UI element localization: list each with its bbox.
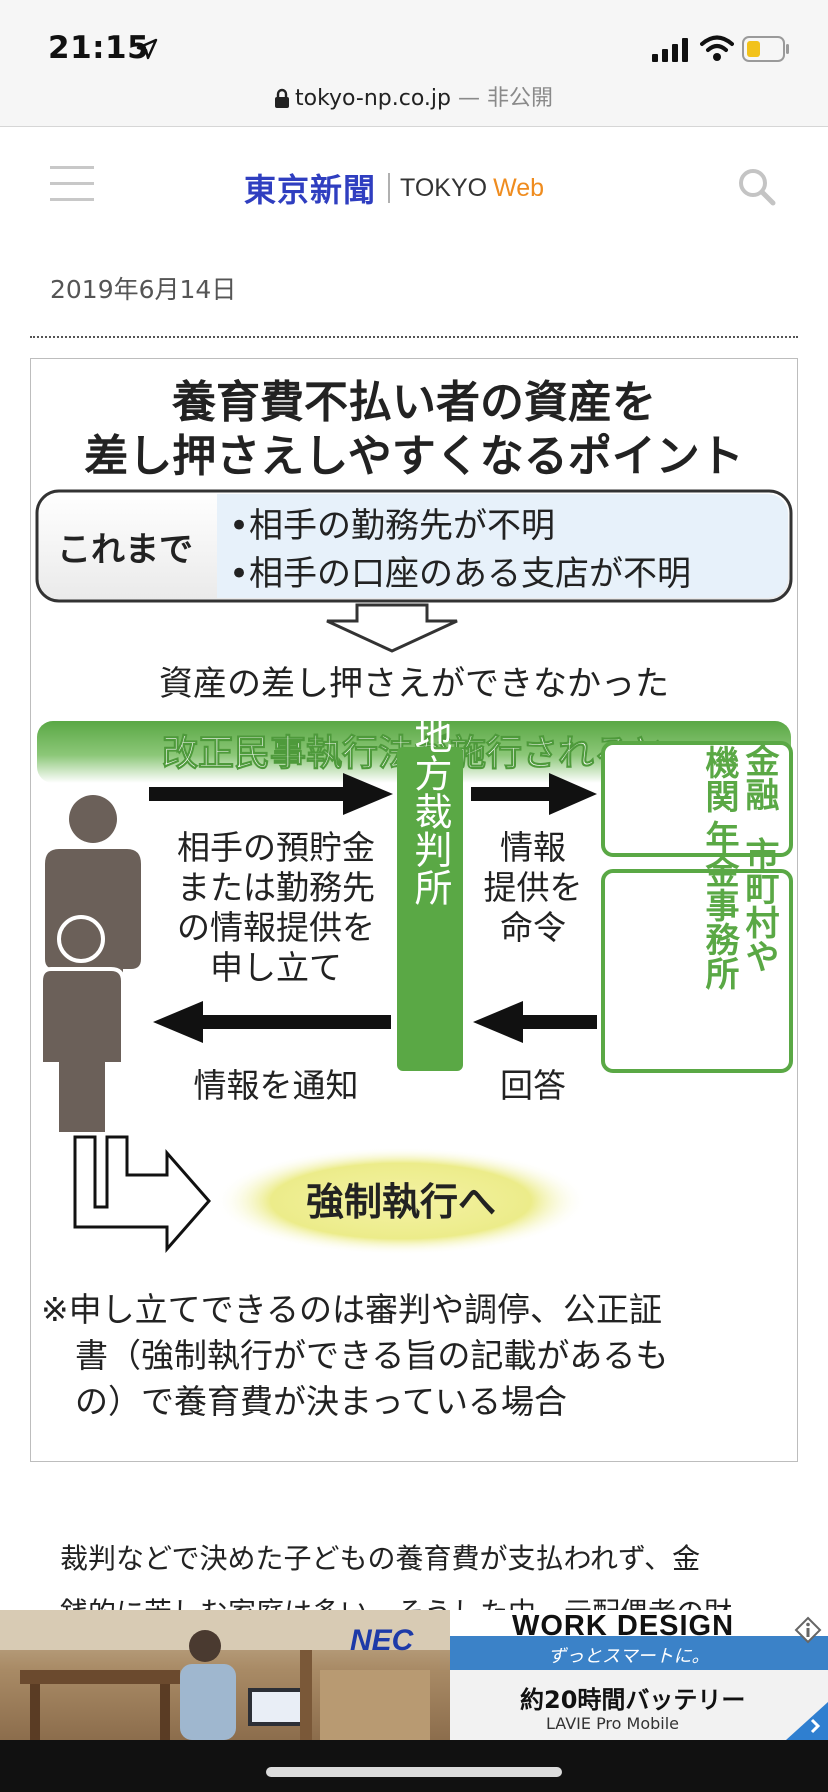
- private-label: 非公開: [487, 86, 554, 111]
- note-line-3: の）で養育費が決まっている場合: [75, 1382, 567, 1421]
- order-text-3: 命令: [500, 908, 566, 947]
- municipal-label-1: 市町村や: [739, 836, 779, 973]
- before-label: これまで: [57, 530, 193, 570]
- cellular-signal-icon: [652, 38, 688, 62]
- ad-battery-text: 約20時間バッテリー: [520, 1686, 746, 1714]
- site-logo[interactable]: 東京新聞 TOKYO Web: [244, 166, 544, 210]
- municipal-box: [601, 869, 793, 1073]
- order-text-2: 提供を: [484, 868, 583, 907]
- apply-text-2: または勤務先: [177, 868, 375, 907]
- search-icon[interactable]: [736, 166, 776, 206]
- location-arrow-icon: [136, 38, 158, 60]
- apply-arrow-icon: [149, 773, 393, 815]
- lock-icon: [274, 88, 289, 108]
- order-arrow-icon: [471, 773, 597, 815]
- infographic: 養育費不払い者の資産を 差し押さえしやすくなるポイント これまで •相手の勤務先…: [30, 358, 798, 1462]
- menu-line: [50, 166, 94, 169]
- result-text: 資産の差し押さえができなかった: [159, 664, 669, 704]
- apply-text-3: の情報提供を: [177, 908, 375, 947]
- court-label: 地方裁判所: [408, 716, 452, 906]
- answer-arrow-icon: [473, 1001, 597, 1043]
- wifi-icon: [700, 35, 734, 61]
- order-text-1: 情報: [500, 828, 566, 867]
- infographic-title-line2: 差し押さえしやすくなるポイント: [84, 431, 744, 482]
- clock: 21:15: [48, 30, 150, 66]
- finance-label-1: 金融: [739, 742, 780, 811]
- infographic-title-line1: 養育費不払い者の資産を: [171, 377, 656, 428]
- menu-line: [50, 182, 94, 185]
- battery-icon: [742, 36, 789, 62]
- ad-next-arrow-icon[interactable]: [786, 1702, 828, 1740]
- child-figure-icon: [39, 915, 125, 1136]
- logo-web: Web: [493, 173, 545, 202]
- notify-text: 情報を通知: [194, 1066, 359, 1105]
- menu-button[interactable]: [50, 166, 94, 202]
- address-bar[interactable]: tokyo-np.co.jp — 非公開: [0, 80, 828, 112]
- before-item-2: •相手の口座のある支店が不明: [229, 554, 691, 594]
- apply-text-1: 相手の預貯金: [177, 828, 375, 867]
- down-arrow-icon: [326, 603, 458, 653]
- notify-arrow-icon: [153, 1001, 391, 1043]
- ad-info-icon[interactable]: [794, 1616, 822, 1644]
- divider: [30, 336, 798, 338]
- logo-divider: [388, 173, 391, 203]
- home-indicator[interactable]: [266, 1767, 562, 1777]
- finance-box: [601, 741, 793, 857]
- answer-text: 回答: [500, 1066, 566, 1105]
- menu-line: [50, 198, 94, 201]
- article-date: 2019年6月14日: [50, 275, 237, 304]
- ad-brand: NEC: [350, 1624, 414, 1657]
- browser-status-bar: 21:15 tokyo-np.co.jp — 非公開: [0, 0, 828, 127]
- note-line-1: ※申し立てできるのは審判や調停、公正証: [41, 1290, 662, 1329]
- logo-english: TOKYO: [400, 173, 488, 202]
- url-separator: —: [458, 86, 480, 111]
- court-box: [397, 747, 463, 1071]
- ad-catchphrase: ずっとスマートに。: [548, 1646, 710, 1667]
- note-line-2: 書（強制執行ができる旨の記載があるも: [75, 1336, 668, 1375]
- ad-headline: WORK DESIGN: [512, 1610, 735, 1642]
- bottom-bar: [0, 1740, 828, 1792]
- before-items-panel: [217, 494, 788, 598]
- before-items-panel-edge: [217, 494, 257, 598]
- finance-label-2: 機関: [699, 745, 739, 813]
- ad-copy-panel: WORK DESIGN ずっとスマートに。 約20時間バッテリー LAVIE P…: [450, 1610, 828, 1740]
- ad-product: LAVIE Pro Mobile: [546, 1714, 680, 1733]
- ad-photo: [0, 1610, 450, 1740]
- url-domain: tokyo-np.co.jp: [294, 86, 451, 111]
- enforce-arrow-icon: [73, 1135, 211, 1253]
- enforce-ellipse: [215, 1147, 587, 1255]
- apply-text-4: 申し立て: [210, 948, 342, 987]
- municipal-label-2: 年金事務所: [699, 820, 740, 991]
- enforce-text: 強制執行へ: [306, 1180, 496, 1224]
- before-item-1: •相手の勤務先が不明: [229, 506, 555, 546]
- logo-japanese: 東京新聞: [244, 171, 377, 209]
- article-body-line-1: 裁判などで決めた子どもの養育費が支払われず、金: [60, 1542, 701, 1575]
- ad-banner[interactable]: NEC WORK DESIGN ずっとスマートに。 約20時間バッテリー LAV…: [0, 1610, 828, 1740]
